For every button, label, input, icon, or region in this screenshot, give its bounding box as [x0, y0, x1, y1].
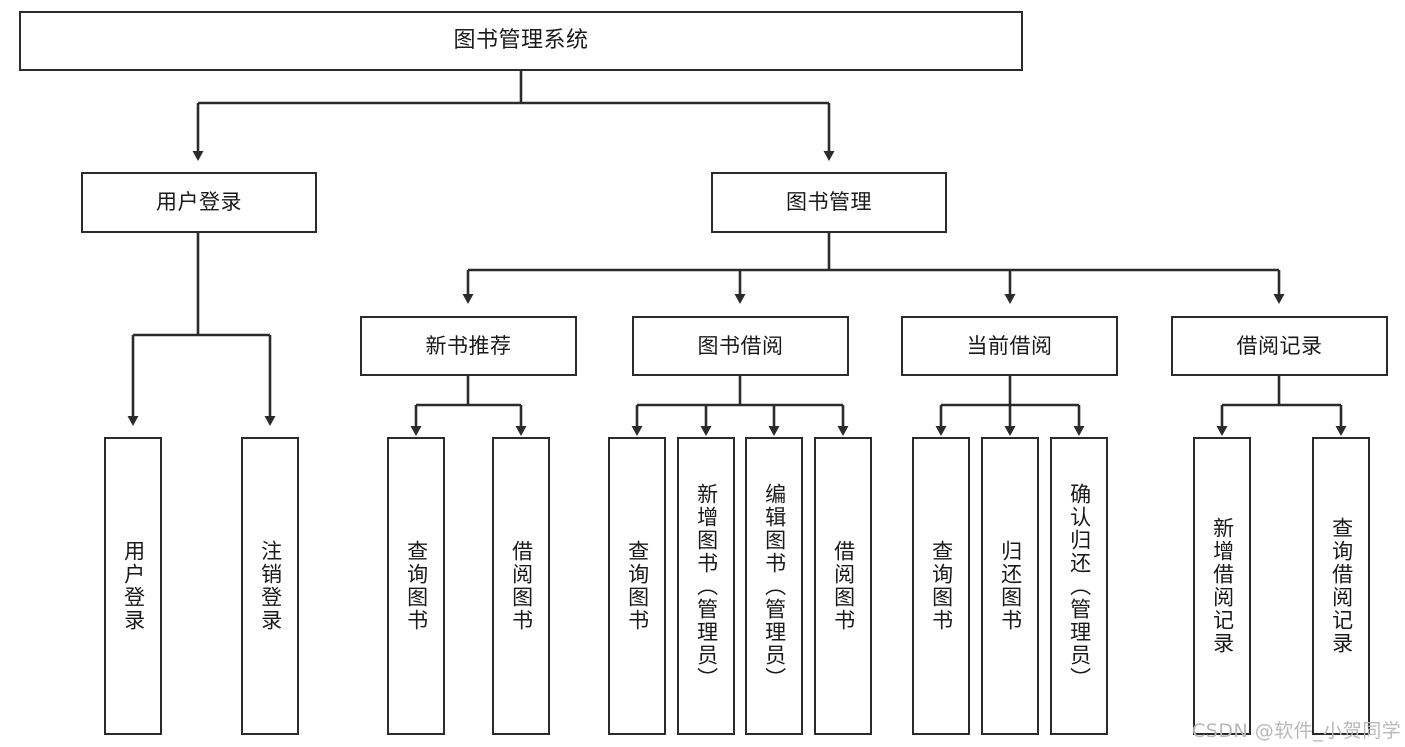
leaf-book-borrow-query-book[interactable]: 查询图书 [608, 437, 666, 735]
node-label: 图书管理系统 [453, 28, 589, 54]
node-label: 新书推荐 [425, 333, 512, 358]
node-label: 当前借阅 [966, 333, 1053, 358]
node-label: 图书借阅 [697, 333, 784, 358]
node-root-book-management-system[interactable]: 图书管理系统 [19, 11, 1023, 71]
node-new-book-recommend[interactable]: 新书推荐 [360, 316, 577, 376]
leaf-borrow-record-add-record[interactable]: 新增借阅记录 [1193, 437, 1251, 735]
node-label: 查询图书 [929, 540, 954, 632]
leaf-current-borrow-confirm-return-admin[interactable]: 确认归还（管理员） [1050, 437, 1108, 735]
leaf-book-borrow-add-book-admin[interactable]: 新增图书（管理员） [677, 437, 735, 735]
leaf-new-book-query-book[interactable]: 查询图书 [387, 437, 445, 735]
leaf-borrow-record-query-record[interactable]: 查询借阅记录 [1312, 437, 1370, 735]
node-label: 用户登录 [121, 540, 146, 632]
node-label: 借阅记录 [1236, 333, 1323, 358]
csdn-watermark: CSDN @软件_小贺同学 [1192, 716, 1401, 743]
node-user-login[interactable]: 用户登录 [81, 172, 317, 233]
node-label: 借阅图书 [831, 540, 856, 632]
leaf-new-book-borrow-book[interactable]: 借阅图书 [492, 437, 550, 735]
watermark-text: CSDN @软件_小贺同学 [1192, 720, 1402, 742]
node-label: 图书管理 [786, 190, 872, 215]
leaf-user-login-logout[interactable]: 注销登录 [241, 437, 299, 735]
node-book-management[interactable]: 图书管理 [711, 172, 947, 233]
node-book-borrow[interactable]: 图书借阅 [632, 316, 849, 376]
node-borrow-record[interactable]: 借阅记录 [1171, 316, 1388, 376]
node-label: 注销登录 [258, 540, 283, 632]
node-label: 归还图书 [998, 540, 1023, 632]
node-label: 新增图书（管理员） [694, 482, 719, 690]
node-label: 新增借阅记录 [1210, 517, 1235, 655]
node-label: 确认归还（管理员） [1067, 482, 1092, 690]
node-label: 借阅图书 [509, 540, 534, 632]
leaf-book-borrow-edit-book-admin[interactable]: 编辑图书（管理员） [745, 437, 803, 735]
node-current-borrow[interactable]: 当前借阅 [901, 316, 1118, 376]
leaf-user-login-login[interactable]: 用户登录 [104, 437, 162, 735]
node-label: 查询图书 [625, 540, 650, 632]
leaf-current-borrow-query-book[interactable]: 查询图书 [912, 437, 970, 735]
node-label: 查询图书 [404, 540, 429, 632]
leaf-book-borrow-borrow-book[interactable]: 借阅图书 [814, 437, 872, 735]
node-label: 查询借阅记录 [1329, 517, 1354, 655]
node-label: 用户登录 [156, 190, 242, 215]
node-label: 编辑图书（管理员） [762, 482, 787, 690]
leaf-current-borrow-return-book[interactable]: 归还图书 [981, 437, 1039, 735]
